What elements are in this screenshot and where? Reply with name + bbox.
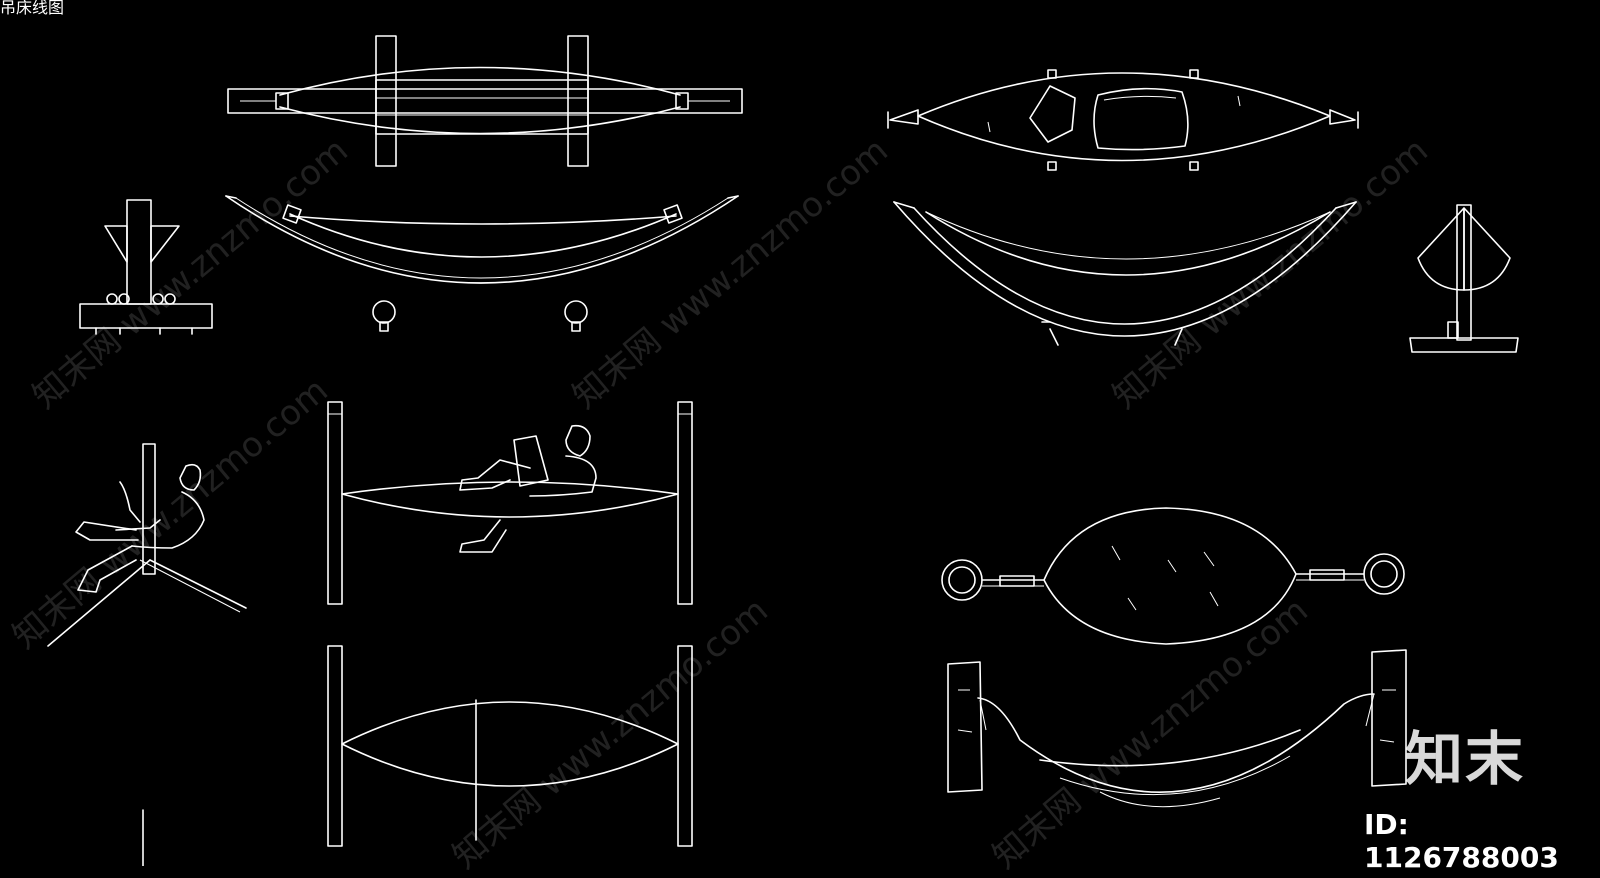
ring-hammock-plan-view — [941, 507, 1405, 645]
watermark-logo: 知末 — [1405, 725, 1526, 793]
watermark-id: ID: 1126788003 — [1364, 808, 1559, 874]
hammock-pillow-plan-view — [887, 69, 1359, 171]
hammock-frame-end-view — [79, 199, 213, 335]
hammock-curved-stand-end-view — [1409, 204, 1519, 353]
hammock-frame-plan-view — [227, 35, 743, 167]
hammock-curved-stand-elevation — [893, 201, 1357, 346]
net-hammock-plan-view — [142, 645, 693, 866]
person-on-a-frame-hammock — [47, 443, 247, 647]
tree-rope-hammock-elevation — [947, 649, 1407, 808]
person-in-net-hammock — [327, 401, 693, 605]
hammock-frame-elevation — [225, 195, 739, 332]
drawing-title-fragment: 吊床线图 — [0, 0, 65, 17]
